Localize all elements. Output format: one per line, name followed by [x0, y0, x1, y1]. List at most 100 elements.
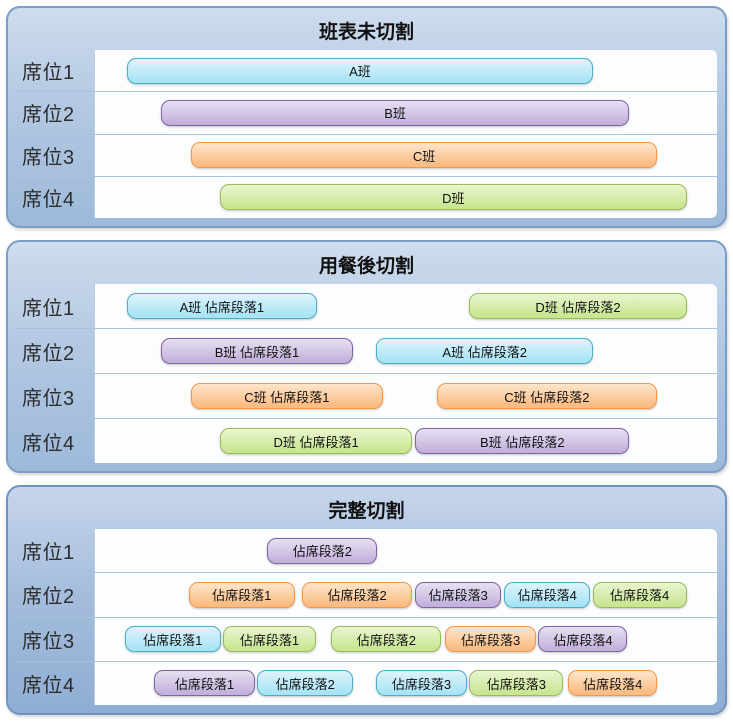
schedule-bar: D班 佔席段落1 — [220, 428, 413, 454]
seat-label: 席位3 — [22, 630, 75, 653]
seat-row: 席位4 佔席段落1 佔席段落2 佔席段落3 佔席段落3 佔席段落4 — [16, 661, 717, 705]
row-track: C班 佔席段落1 C班 佔席段落2 — [94, 374, 717, 418]
seat-row: 席位2 B班 佔席段落1 A班 佔席段落2 — [16, 329, 717, 374]
row-track: B班 佔席段落1 A班 佔席段落2 — [94, 329, 717, 373]
schedule-bar: 佔席段落3 — [376, 670, 467, 697]
schedule-bar: A班 — [126, 57, 594, 84]
seat-row: 席位2 B班 — [16, 92, 717, 135]
bar-label: C班 佔席段落2 — [504, 389, 590, 405]
bar-label: 佔席段落1 — [212, 588, 272, 604]
schedule-bar: 佔席段落3 — [445, 626, 536, 653]
seat-row: 席位3 C班 — [16, 134, 717, 177]
bar-label: D班 佔席段落2 — [535, 299, 621, 315]
row-track: D班 — [94, 176, 717, 218]
schedule-bar: C班 佔席段落1 — [190, 383, 383, 409]
bar-label: 佔席段落3 — [428, 588, 488, 604]
bar-label: B班 — [384, 106, 406, 122]
bar-label: 佔席段落1 — [143, 632, 203, 648]
bar-label: 佔席段落2 — [292, 544, 352, 560]
bar-label: C班 — [412, 148, 436, 164]
row-track: 佔席段落1 佔席段落1 佔席段落2 佔席段落3 佔席段落4 — [94, 617, 717, 661]
seat-label: 席位2 — [22, 342, 75, 365]
schedule-bar: A班 佔席段落2 — [376, 338, 594, 364]
seat-label: 席位4 — [22, 432, 75, 455]
schedule-bar: 佔席段落4 — [592, 581, 687, 608]
bar-label: A班 — [349, 64, 371, 80]
row-track: 佔席段落1 佔席段落2 佔席段落3 佔席段落3 佔席段落4 — [94, 661, 717, 705]
bar-label: 佔席段落4 — [553, 632, 613, 648]
seat-label: 席位4 — [22, 188, 75, 211]
row-track: 佔席段落2 — [94, 529, 717, 573]
bar-label: B班 佔席段落1 — [214, 344, 300, 360]
schedule-bar: 佔席段落3 — [469, 670, 564, 697]
seat-row: 席位1 A班 佔席段落1 D班 佔席段落2 — [16, 284, 717, 329]
bar-label: 佔席段落1 — [174, 676, 235, 692]
bar-label: 佔席段落3 — [486, 676, 547, 692]
schedule-bar: D班 佔席段落2 — [469, 293, 687, 319]
bar-label: 佔席段落4 — [583, 676, 643, 692]
bar-label: 佔席段落4 — [609, 588, 670, 604]
bar-label: D班 — [442, 190, 465, 206]
row-track: A班 佔席段落1 D班 佔席段落2 — [94, 284, 717, 328]
seat-row: 席位4 D班 — [16, 176, 717, 218]
schedule-bar: 佔席段落3 — [415, 581, 502, 608]
schedule-bar: 佔席段落1 — [154, 670, 255, 697]
schedule-bar: 佔席段落2 — [331, 626, 442, 653]
seat-label: 席位2 — [22, 104, 75, 127]
seat-label: 席位3 — [22, 387, 75, 410]
schedule-bar: 佔席段落4 — [568, 670, 658, 697]
panel-schedule-unsplit: 班表未切割 席位1 A班席位2 B班席位3 C班席位4 D班 — [6, 6, 727, 228]
row-track: 佔席段落1 佔席段落2 佔席段落3 佔席段落4 佔席段落4 — [94, 573, 717, 617]
seat-label: 席位1 — [22, 542, 75, 565]
schedule-bar: 佔席段落2 — [267, 537, 378, 564]
schedule-grid: 席位1 佔席段落2 席位2 佔席段落1 佔席段落2 佔席段落3 佔席段落4 佔席段落4 席位3 佔… — [16, 529, 717, 705]
panel-title: 用餐後切割 — [318, 256, 414, 277]
row-track: B班 — [94, 92, 717, 134]
schedule-bar: 佔席段落1 — [124, 626, 221, 653]
seat-row: 席位1 佔席段落2 — [16, 529, 717, 574]
bar-label: A班 佔席段落2 — [442, 344, 527, 360]
schedule-bar: 佔席段落1 — [223, 626, 316, 653]
seat-row: 席位1 A班 — [16, 50, 717, 93]
bar-label: C班 佔席段落1 — [244, 389, 330, 405]
schedule-bar: D班 — [220, 184, 687, 211]
bar-label: 佔席段落3 — [460, 632, 521, 648]
schedule-bar: B班 佔席段落2 — [415, 428, 630, 454]
schedule-bar: 佔席段落4 — [538, 626, 628, 653]
row-track: C班 — [94, 134, 717, 176]
schedule-bar: B班 — [160, 99, 630, 126]
seat-row: 席位3 佔席段落1 佔席段落1 佔席段落2 佔席段落3 佔席段落4 — [16, 617, 717, 662]
panel-title: 完整切割 — [328, 501, 405, 522]
bar-label: 佔席段落3 — [391, 676, 452, 692]
schedule-bar: C班 佔席段落2 — [437, 383, 657, 409]
seat-row: 席位2 佔席段落1 佔席段落2 佔席段落3 佔席段落4 佔席段落4 — [16, 573, 717, 618]
bar-label: 佔席段落4 — [517, 588, 577, 604]
schedule-bar: B班 佔席段落1 — [160, 338, 354, 364]
schedule-bar: 佔席段落2 — [257, 670, 354, 697]
seat-label: 席位3 — [22, 146, 75, 169]
bar-label: 佔席段落2 — [327, 588, 387, 604]
bar-label: A班 佔席段落1 — [179, 299, 265, 315]
schedule-bar: 佔席段落2 — [302, 581, 413, 608]
schedule-bar: A班 佔席段落1 — [126, 293, 318, 319]
panel-title: 班表未切割 — [318, 22, 414, 43]
schedule-bar: C班 — [190, 142, 658, 169]
bar-label: 佔席段落1 — [239, 632, 300, 648]
seat-label: 席位1 — [22, 62, 75, 85]
schedule-bar: 佔席段落1 — [188, 581, 295, 608]
seat-label: 席位1 — [22, 297, 75, 320]
bar-label: 佔席段落2 — [275, 676, 335, 692]
seat-label: 席位2 — [22, 586, 75, 609]
bar-label: 佔席段落2 — [356, 632, 417, 648]
schedule-bar: 佔席段落4 — [504, 581, 591, 608]
row-track: A班 — [94, 50, 717, 92]
seat-row: 席位3 C班 佔席段落1 C班 佔席段落2 — [16, 374, 717, 419]
schedule-grid: 席位1 A班席位2 B班席位3 C班席位4 D班 — [16, 50, 717, 218]
seat-label: 席位4 — [22, 674, 75, 697]
panel-split-after-meal: 用餐後切割 席位1 A班 佔席段落1 D班 佔席段落2 席位2 B班 佔席段落1 A班 佔… — [6, 240, 727, 473]
